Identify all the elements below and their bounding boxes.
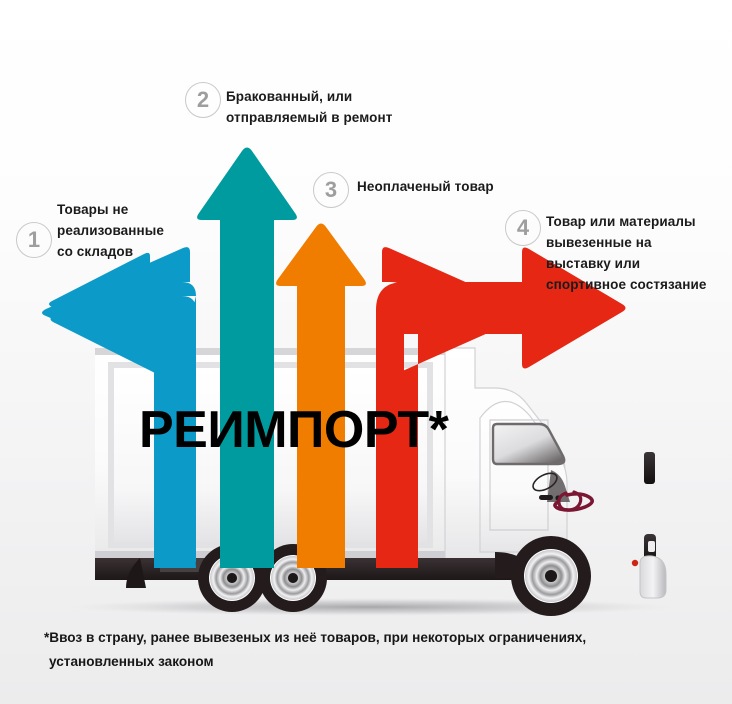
marker-lamp-icon <box>631 559 639 567</box>
step-label-2-line-2: отправляемый в ремонт <box>226 109 393 125</box>
step-label-4-line-4: спортивное состязание <box>546 276 707 292</box>
step-label-1-line-3: со складов <box>57 243 134 259</box>
truck-brand-logo-icon <box>553 490 594 512</box>
step-label-1-line-2: реализованные <box>57 222 165 238</box>
step-label-2-line-1: Бракованный, или <box>226 89 353 104</box>
step-label-1: Товары не реализованные со складов <box>57 200 164 263</box>
step-badge-2[interactable]: 2 <box>185 82 221 118</box>
arrow-4-red <box>376 247 626 568</box>
front-bumper <box>639 555 667 599</box>
steering-wheel-icon <box>532 472 558 492</box>
arrow-1-blue-final <box>42 247 196 568</box>
step-label-4-line-3: выставку или <box>546 255 641 271</box>
truck-wheels <box>198 536 591 616</box>
footnote-line-1: *Ввоз в страну, ранее вывезеных из неё т… <box>44 630 587 645</box>
step-badge-3[interactable]: 3 <box>313 172 349 208</box>
step-label-4: Товар или материалы вывезенные на выстав… <box>546 212 707 296</box>
step-label-3: Неоплаченый товар <box>357 177 494 198</box>
arrow-2-teal <box>197 147 297 568</box>
step-label-3-line-1: Неоплаченый товар <box>357 179 494 194</box>
wheel-front <box>511 536 591 616</box>
step-label-1-line-1: Товары не <box>57 202 129 217</box>
step-badge-4[interactable]: 4 <box>505 210 541 246</box>
step-label-4-line-1: Товар или материалы <box>546 214 696 229</box>
page-title: РЕИМПОРТ* <box>139 401 449 459</box>
step-badge-1[interactable]: 1 <box>16 222 52 258</box>
arrow-3-orange <box>276 223 366 568</box>
step-label-2: Бракованный, или отправляемый в ремонт <box>226 87 392 129</box>
step-label-4-line-2: вывезенные на <box>546 234 652 250</box>
side-mirror-icon <box>644 452 656 564</box>
footnote: *Ввоз в страну, ранее вывезеных из неё т… <box>44 626 720 674</box>
footnote-line-2: установленных законом <box>49 653 214 669</box>
